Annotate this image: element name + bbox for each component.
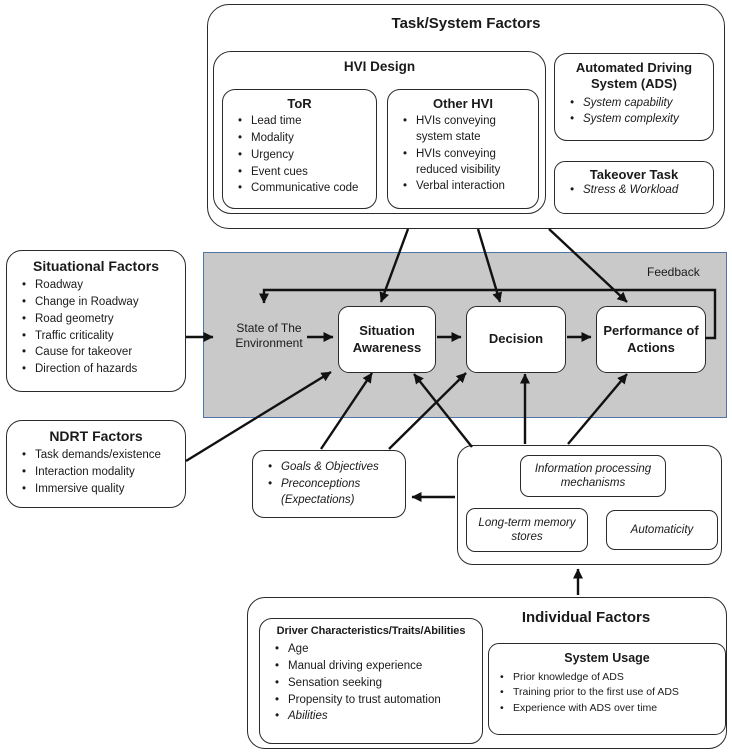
task-system-factors-title: Task/System Factors: [391, 15, 541, 32]
hvi-design-box: HVI Design ToR Lead timeModalityUrgencyE…: [213, 51, 546, 214]
ndrt-factors-list: Task demands/existenceInteraction modali…: [7, 448, 185, 498]
bullet-item: Lead time: [238, 114, 372, 130]
bullet-item: HVIs conveying reduced visibility: [403, 147, 534, 179]
individual-factors-box: Individual Factors Driver Characteristic…: [247, 597, 727, 749]
bullet-item: Cause for takeover: [22, 345, 181, 361]
situation-awareness-box: Situation Awareness: [338, 306, 436, 373]
bullet-item: Urgency: [238, 148, 372, 164]
feedback-label: Feedback: [647, 265, 700, 279]
driver-characteristics-title: Driver Characteristics/Traits/Abilities: [276, 625, 466, 637]
bullet-item: Training prior to the first use of ADS: [500, 685, 721, 700]
long-term-memory-box: Long-term memory stores: [466, 508, 588, 552]
processing-panel: State of The Environment Feedback Situat…: [203, 252, 727, 418]
ads-box: Automated Driving System (ADS) System ca…: [554, 53, 714, 141]
bullet-item: Communicative code: [238, 181, 372, 197]
driver-characteristics-list: AgeManual driving experienceSensation se…: [260, 642, 482, 725]
system-usage-list: Prior knowledge of ADSTraining prior to …: [489, 670, 725, 716]
bullet-item: Abilities: [275, 709, 478, 725]
takeover-task-title: Takeover Task: [589, 167, 679, 182]
hvi-design-title: HVI Design: [343, 59, 416, 74]
system-usage-box: System Usage Prior knowledge of ADSTrain…: [488, 643, 726, 735]
tor-title: ToR: [287, 96, 312, 111]
tor-box: ToR Lead timeModalityUrgencyEvent cuesCo…: [222, 89, 377, 209]
bullet-item: Experience with ADS over time: [500, 701, 721, 716]
bullet-item: Traffic criticality: [22, 329, 181, 345]
driver-characteristics-box: Driver Characteristics/Traits/Abilities …: [259, 618, 483, 744]
ads-list: System capabilitySystem complexity: [555, 96, 713, 129]
bullet-item: Interaction modality: [22, 465, 181, 481]
bullet-item: Modality: [238, 131, 372, 147]
bullet-item: Sensation seeking: [275, 676, 478, 692]
bullet-item: Propensity to trust automation: [275, 693, 478, 709]
state-of-environment-label: State of The Environment: [235, 321, 303, 350]
bullet-item: Prior knowledge of ADS: [500, 670, 721, 685]
bullet-item: Task demands/existence: [22, 448, 181, 464]
information-processing-box: Information processing mechanisms: [520, 455, 666, 497]
situational-factors-box: Situational Factors RoadwayChange in Roa…: [6, 250, 186, 392]
bullet-item: System capability: [570, 96, 709, 112]
ads-title: Automated Driving System (ADS): [575, 60, 693, 92]
bullet-item: HVIs conveying system state: [403, 114, 534, 146]
other-hvi-box: Other HVI HVIs conveying system stateHVI…: [387, 89, 539, 209]
ndrt-factors-box: NDRT Factors Task demands/existenceInter…: [6, 420, 186, 508]
situational-factors-list: RoadwayChange in RoadwayRoad geometryTra…: [7, 278, 185, 378]
situational-factors-title: Situational Factors: [32, 258, 160, 274]
takeover-task-box: Takeover Task Stress & Workload: [554, 161, 714, 214]
other-hvi-list: HVIs conveying system stateHVIs conveyin…: [388, 114, 538, 195]
bullet-item: Roadway: [22, 278, 181, 294]
goals-objectives-box: Goals & ObjectivesPreconceptions (Expect…: [252, 450, 406, 518]
individual-factors-title: Individual Factors: [521, 609, 651, 626]
task-system-factors-box: Task/System Factors HVI Design ToR Lead …: [207, 4, 725, 229]
cognitive-mechanisms-box: Information processing mechanisms Long-t…: [457, 445, 722, 565]
goals-objectives-list: Goals & ObjectivesPreconceptions (Expect…: [253, 460, 405, 509]
decision-box: Decision: [466, 306, 566, 373]
bullet-item: Goals & Objectives: [268, 460, 401, 476]
automaticity-box: Automaticity: [606, 510, 718, 550]
bullet-item: Direction of hazards: [22, 362, 181, 378]
other-hvi-title: Other HVI: [433, 96, 493, 111]
bullet-item: Manual driving experience: [275, 659, 478, 675]
bullet-item: System complexity: [570, 112, 709, 128]
ndrt-factors-title: NDRT Factors: [49, 428, 143, 444]
bullet-item: Road geometry: [22, 312, 181, 328]
bullet-item: Change in Roadway: [22, 295, 181, 311]
bullet-item: Preconceptions (Expectations): [268, 477, 401, 509]
takeover-task-list: Stress & Workload: [555, 183, 713, 199]
bullet-item: Verbal interaction: [403, 179, 534, 195]
performance-of-actions-box: Performance of Actions: [596, 306, 706, 373]
bullet-item: Age: [275, 642, 478, 658]
bullet-item: Stress & Workload: [570, 183, 709, 199]
bullet-item: Immersive quality: [22, 482, 181, 498]
tor-list: Lead timeModalityUrgencyEvent cuesCommun…: [223, 114, 376, 197]
bullet-item: Event cues: [238, 165, 372, 181]
system-usage-title: System Usage: [564, 651, 650, 665]
